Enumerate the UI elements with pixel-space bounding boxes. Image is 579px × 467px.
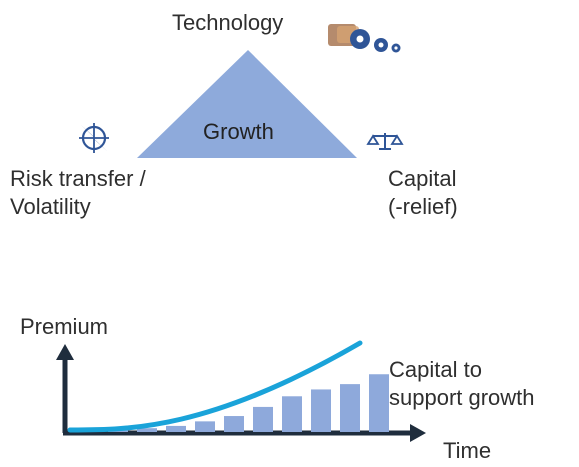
bar: [137, 428, 157, 432]
x-axis-arrowhead: [410, 424, 426, 442]
bar: [340, 384, 360, 432]
bar: [311, 389, 331, 432]
technology-gears-icon: [328, 24, 401, 53]
capital-relief-line-1: Capital: [388, 166, 457, 191]
capital-support-label: Capital to support growth: [389, 356, 535, 412]
growth-triangle: [137, 50, 357, 158]
growth-curve: [67, 340, 363, 433]
bar: [166, 425, 186, 432]
capital-support-line-2: support growth: [389, 385, 535, 410]
growth-label: Growth: [203, 119, 274, 144]
capital-relief-line-2: (-relief): [388, 194, 458, 219]
bar: [224, 416, 244, 432]
y-axis-arrowhead: [56, 344, 74, 360]
time-label: Time: [443, 438, 492, 463]
capital-relief-label: Capital (-relief): [388, 165, 458, 221]
bar: [195, 421, 215, 432]
capital-support-line-1: Capital to: [389, 357, 482, 382]
bar: [369, 374, 389, 432]
risk-transfer-line-1: Risk transfer /: [10, 166, 146, 191]
risk-transfer-line-2: Volatility: [10, 194, 91, 219]
bar: [282, 396, 302, 432]
premium-label: Premium: [20, 314, 109, 339]
bar: [253, 406, 273, 432]
compass-icon: [79, 123, 109, 153]
balance-scale-icon: [366, 133, 404, 150]
technology-label: Technology: [172, 10, 284, 35]
risk-transfer-label: Risk transfer / Volatility: [10, 165, 146, 221]
